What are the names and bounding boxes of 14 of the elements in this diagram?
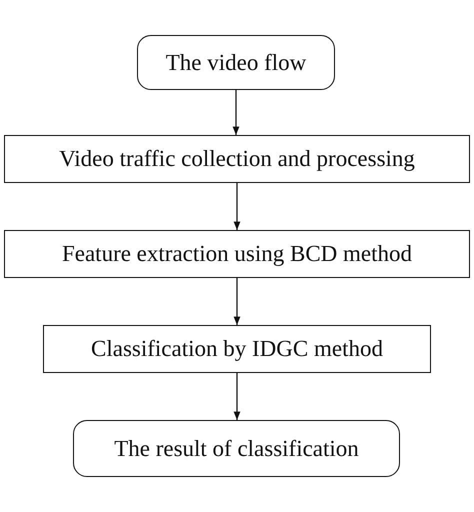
box-label: The video flow xyxy=(166,50,306,76)
process-box xyxy=(43,325,431,373)
arrow xyxy=(232,90,240,135)
terminal-box xyxy=(73,420,400,477)
box-label: Classification by IDGC method xyxy=(91,336,383,362)
arrow xyxy=(234,183,240,230)
box-label: Feature extraction using BCD method xyxy=(62,241,412,267)
arrow xyxy=(234,373,240,420)
arrow xyxy=(234,278,240,325)
process-box xyxy=(4,230,470,278)
box-label: Video traffic collection and processing xyxy=(59,146,415,172)
terminal-box xyxy=(137,35,335,90)
box-label: The result of classification xyxy=(114,436,359,462)
process-box xyxy=(4,135,470,183)
